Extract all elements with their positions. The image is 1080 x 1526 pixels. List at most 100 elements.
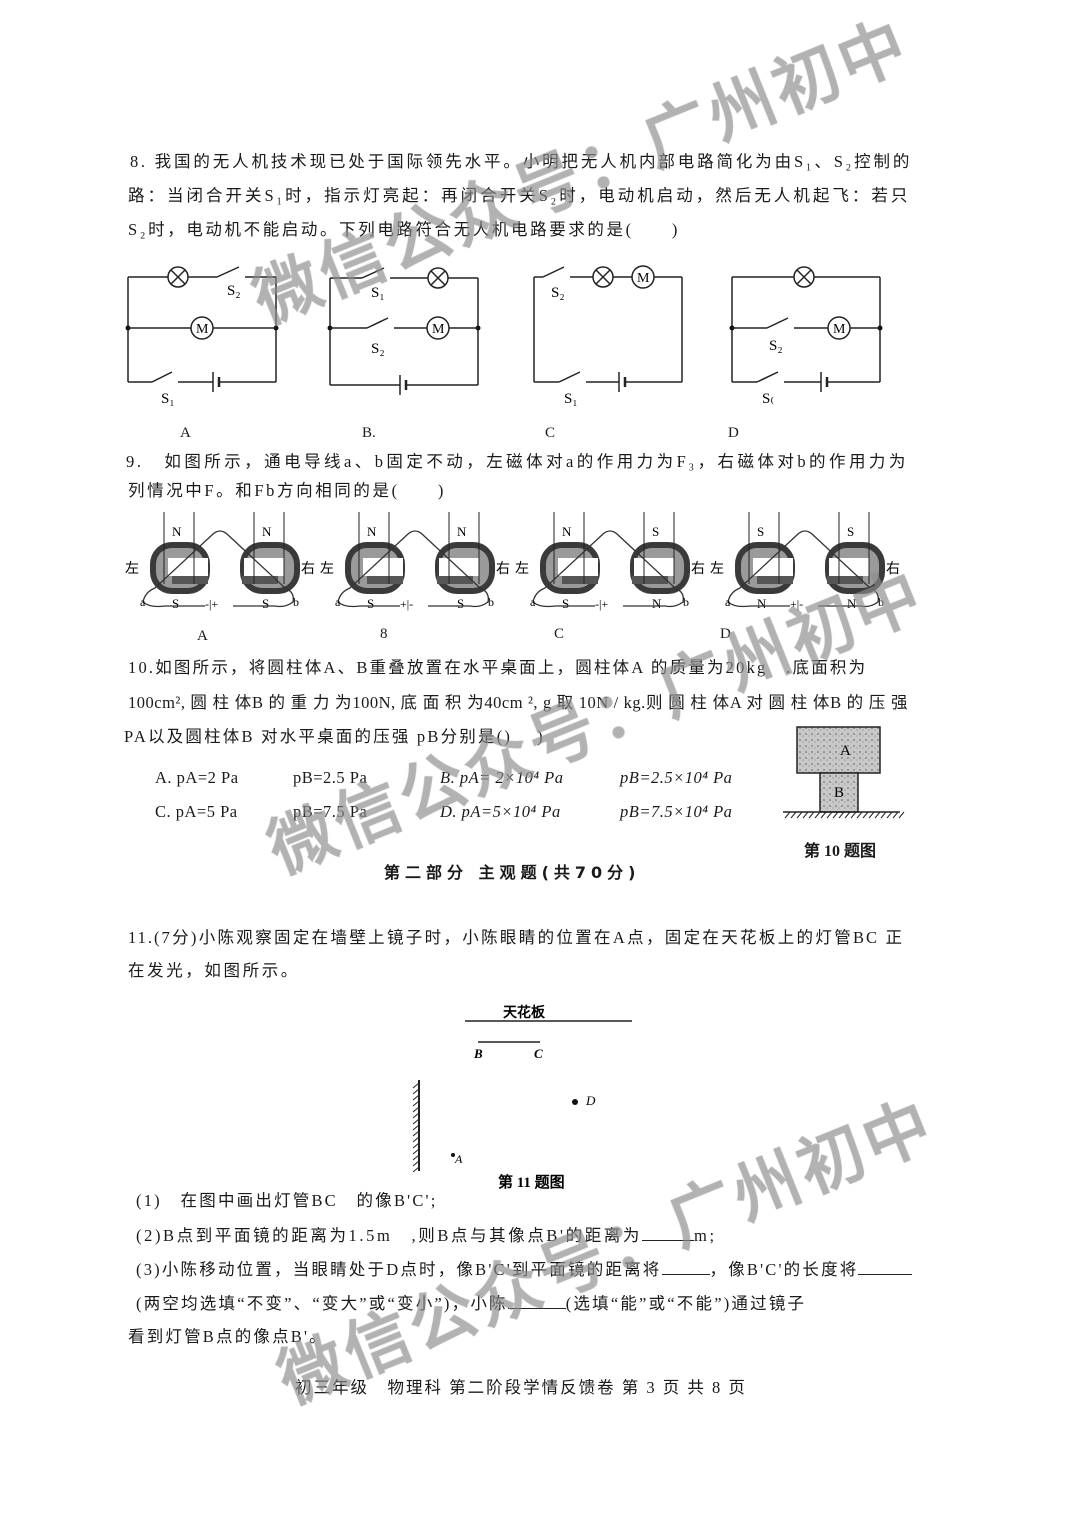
switch-label: S₁: [161, 391, 175, 407]
switch-label: S₂: [551, 285, 565, 301]
hatch: [412, 1124, 420, 1131]
conductor-wire: [727, 530, 879, 608]
hatch: [796, 811, 803, 819]
battery-label: +|-: [400, 597, 413, 611]
answer-blank-1[interactable]: [642, 1224, 695, 1241]
pole-label: S: [652, 524, 659, 539]
sub3-text-2: ，像B'C'的长度将: [709, 1260, 859, 1279]
switch-icon: [216, 266, 240, 278]
switch-label: S₍: [762, 391, 774, 407]
magnet-gap: [439, 558, 479, 576]
option-pa: pA=2 Pa: [176, 768, 239, 787]
side-left-label: 左: [125, 561, 139, 577]
hatch: [412, 1112, 420, 1119]
pole-label: S: [262, 596, 269, 611]
q10-line-2: 100cm², 圆 柱 体B 的 重 力 为100N, 底 面 积 为40cm …: [128, 693, 908, 712]
q11-sub-4: (两空均选填“不变”、“变大”或“变小”)，小陈(选填“能”或“不能”)通过镜子: [136, 1292, 806, 1315]
hatch: [856, 811, 863, 819]
conductor-wire: [142, 530, 294, 608]
page-footer: 初三年级 物理科 第二阶段学情反馈卷 第 3 页 共 8 页: [295, 1378, 747, 1397]
pole-label: N: [457, 524, 467, 539]
hatch: [412, 1130, 420, 1137]
side-right-label: 右: [496, 561, 510, 577]
battery-gap: [595, 598, 623, 612]
wire-b-label: b: [878, 595, 884, 609]
answer-blank-3[interactable]: [858, 1258, 913, 1275]
answer-blank-4[interactable]: [507, 1292, 566, 1309]
point-c-label: C: [534, 1046, 543, 1061]
magnet-pole: [827, 576, 863, 584]
q10-option-a: A. pA=2 Pa: [155, 767, 239, 789]
sub4-text-2: (选填“能”或“不能”)通过镜子: [565, 1294, 807, 1313]
battery-label: +|-: [790, 597, 803, 611]
motor-label: M: [637, 271, 650, 286]
q10-option-d: D. pA=5×10⁴ Pa: [440, 801, 561, 823]
q9-option-a: A: [197, 628, 208, 644]
hatch: [412, 1082, 420, 1089]
magnet-pole: [562, 576, 598, 584]
motor-label: M: [833, 322, 846, 337]
conductor-wire: [532, 530, 684, 608]
q10-option-c-pb: pB=7.5 Pa: [293, 802, 368, 821]
q11-line-2: 在发光，如图所示。: [128, 961, 300, 980]
wire-a-label: a: [335, 595, 341, 609]
battery-gap: [205, 598, 233, 612]
battery-gap: [400, 598, 428, 612]
hatch: [898, 811, 905, 819]
magnet-gap: [244, 558, 284, 576]
ceiling-label: 天花板: [503, 1004, 546, 1021]
magnet-pole: [242, 576, 278, 584]
option-pa: pA=5×10⁴ Pa: [461, 802, 561, 821]
switch-icon: [361, 267, 385, 279]
hatch: [790, 811, 797, 819]
side-left-label: 左: [710, 561, 724, 577]
option-pa: pA=5 Pa: [175, 802, 238, 821]
hatch: [886, 811, 893, 819]
q8-line-2: 路：当闭合开关S₁时，指示灯亮起：再闭合开关S₂时，电动机启动，然后无人机起飞：…: [128, 186, 910, 205]
conductor-wire: [337, 530, 489, 608]
battery-gap: [790, 598, 818, 612]
side-right-label: 右: [886, 561, 900, 577]
pole-label: N: [367, 524, 377, 539]
magnet-pole: [437, 576, 473, 584]
q10-option-a-pb: pB=2.5 Pa: [293, 768, 368, 787]
battery-label: -|+: [205, 597, 218, 611]
q11-sub-3: (3)小陈移动位置，当眼睛处于D点时，像B'C'到平面镜的距离将 ，像B'C'的长…: [136, 1258, 913, 1281]
hatch: [412, 1142, 420, 1149]
hatch: [802, 811, 809, 819]
point-d: [572, 1099, 578, 1105]
pole-label: N: [847, 596, 857, 611]
magnet-pole: [757, 576, 793, 584]
hatch: [412, 1136, 420, 1143]
point-b-label: B: [473, 1046, 483, 1061]
side-left-label: 左: [320, 561, 334, 577]
hatch: [832, 811, 839, 819]
answer-blank-2[interactable]: [661, 1258, 710, 1275]
q10-caption: 第 10 题图: [804, 843, 877, 860]
wire: [430, 270, 446, 286]
option-label: C.: [155, 802, 172, 821]
wire-b-label: b: [293, 595, 299, 609]
sub3-text: (3)小陈移动位置，当眼睛处于D点时，像B'C'到平面镜的距离将: [136, 1260, 662, 1279]
switch-icon: [542, 266, 565, 278]
option-label: D.: [440, 802, 458, 821]
switch-label: S₂: [371, 341, 385, 357]
wire-a-label: a: [725, 595, 731, 609]
hatch: [784, 811, 791, 819]
label-b: B: [834, 785, 844, 801]
switch-icon: [151, 371, 173, 383]
q9-option-d: D: [720, 626, 731, 642]
point-a-label: A: [454, 1152, 463, 1166]
wire: [796, 269, 812, 285]
switch-label: S₂: [227, 283, 241, 299]
hatch: [412, 1148, 420, 1155]
magnet-gap: [753, 558, 793, 576]
q8-line-1: 8. 我国的无人机技术现已处于国际领先水平。小明把无人机内部电路简化为由S₁、S…: [130, 152, 912, 171]
hatch: [838, 811, 845, 819]
cylinder-a: [796, 726, 881, 774]
sub2-unit: m;: [694, 1226, 717, 1245]
